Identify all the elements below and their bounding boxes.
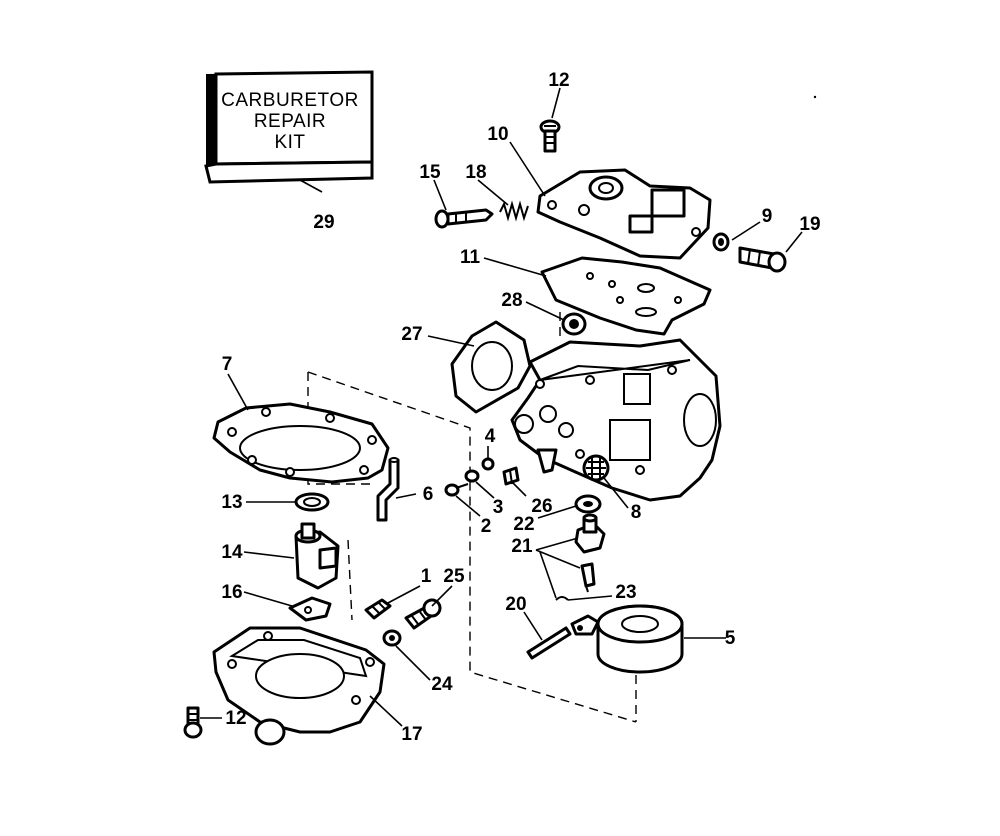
carburetor-body <box>510 338 722 502</box>
washer-22 <box>574 494 602 514</box>
fitting-26 <box>502 466 520 486</box>
tube-6 <box>376 457 400 522</box>
gasket-11 <box>540 256 712 336</box>
float-bowl-17 <box>212 626 386 746</box>
filter-screen-8 <box>582 454 610 482</box>
kit-label-line-2: REPAIR <box>254 111 326 132</box>
callout-7: 7 <box>222 354 233 375</box>
top-cover-10 <box>536 168 712 260</box>
dash-line-lower-left <box>347 539 353 621</box>
spring-1 <box>364 598 392 620</box>
plug-28 <box>561 312 587 336</box>
callout-4: 4 <box>485 426 496 447</box>
kit-box-side <box>206 74 216 166</box>
spring-18 <box>499 200 529 222</box>
float-5 <box>570 604 684 674</box>
callout-19: 19 <box>799 214 820 235</box>
dash-line-right <box>307 371 637 723</box>
gasket-7 <box>212 402 390 484</box>
callout-11: 11 <box>460 247 481 268</box>
screw-2 <box>444 483 469 497</box>
callout-28: 28 <box>501 290 522 311</box>
gasket-27 <box>450 320 532 414</box>
screw-12-top <box>539 119 561 153</box>
callout-24: 24 <box>431 674 453 695</box>
callout-14: 14 <box>221 542 243 563</box>
callout-29: 29 <box>313 212 334 233</box>
callout-15: 15 <box>419 162 441 183</box>
callout-27: 27 <box>401 324 422 345</box>
screw-15 <box>434 208 494 229</box>
kit-label-line-3: KIT <box>274 132 305 153</box>
callout-18: 18 <box>465 162 486 183</box>
callout-17: 17 <box>401 724 422 745</box>
callout-22: 22 <box>513 514 534 535</box>
callout-12-bottom: 12 <box>225 708 246 729</box>
callout-3: 3 <box>493 497 504 518</box>
callout-labels: 12 10 15 18 9 19 11 28 27 29 7 4 3 2 26 … <box>221 70 820 745</box>
callout-13: 13 <box>221 492 242 513</box>
screw-12-bottom <box>183 706 203 739</box>
callout-26: 26 <box>531 496 552 517</box>
needle-21 <box>580 562 596 593</box>
callout-25: 25 <box>443 566 465 587</box>
kit-label-line-1: CARBURETOR <box>221 90 359 111</box>
callout-8: 8 <box>631 502 642 523</box>
callout-16: 16 <box>221 582 242 603</box>
gasket-16 <box>288 596 332 622</box>
washer-24 <box>382 629 402 647</box>
needle-seat-21 <box>574 513 606 554</box>
callout-21: 21 <box>511 536 533 557</box>
kit-box-bottom <box>204 160 374 184</box>
ball-4 <box>481 457 495 471</box>
callout-12-top: 12 <box>548 70 569 91</box>
washer-13 <box>294 492 330 512</box>
callout-2: 2 <box>481 516 492 537</box>
callout-10: 10 <box>487 124 508 145</box>
clip-23 <box>555 596 569 601</box>
repair-kit-box: CARBURETOR REPAIR KIT <box>204 70 374 184</box>
float-14 <box>294 522 340 590</box>
callout-1: 1 <box>421 566 432 587</box>
pin-20 <box>526 626 572 660</box>
leader-lines <box>200 87 803 727</box>
stray-dot <box>813 95 817 99</box>
washer-3 <box>464 469 480 483</box>
callout-23: 23 <box>615 582 636 603</box>
washer-9 <box>712 232 730 252</box>
screw-25 <box>404 598 442 630</box>
callout-6: 6 <box>423 484 434 505</box>
callout-9: 9 <box>762 206 773 227</box>
callout-20: 20 <box>505 594 526 615</box>
callout-5: 5 <box>725 628 736 649</box>
screw-19 <box>738 246 787 273</box>
